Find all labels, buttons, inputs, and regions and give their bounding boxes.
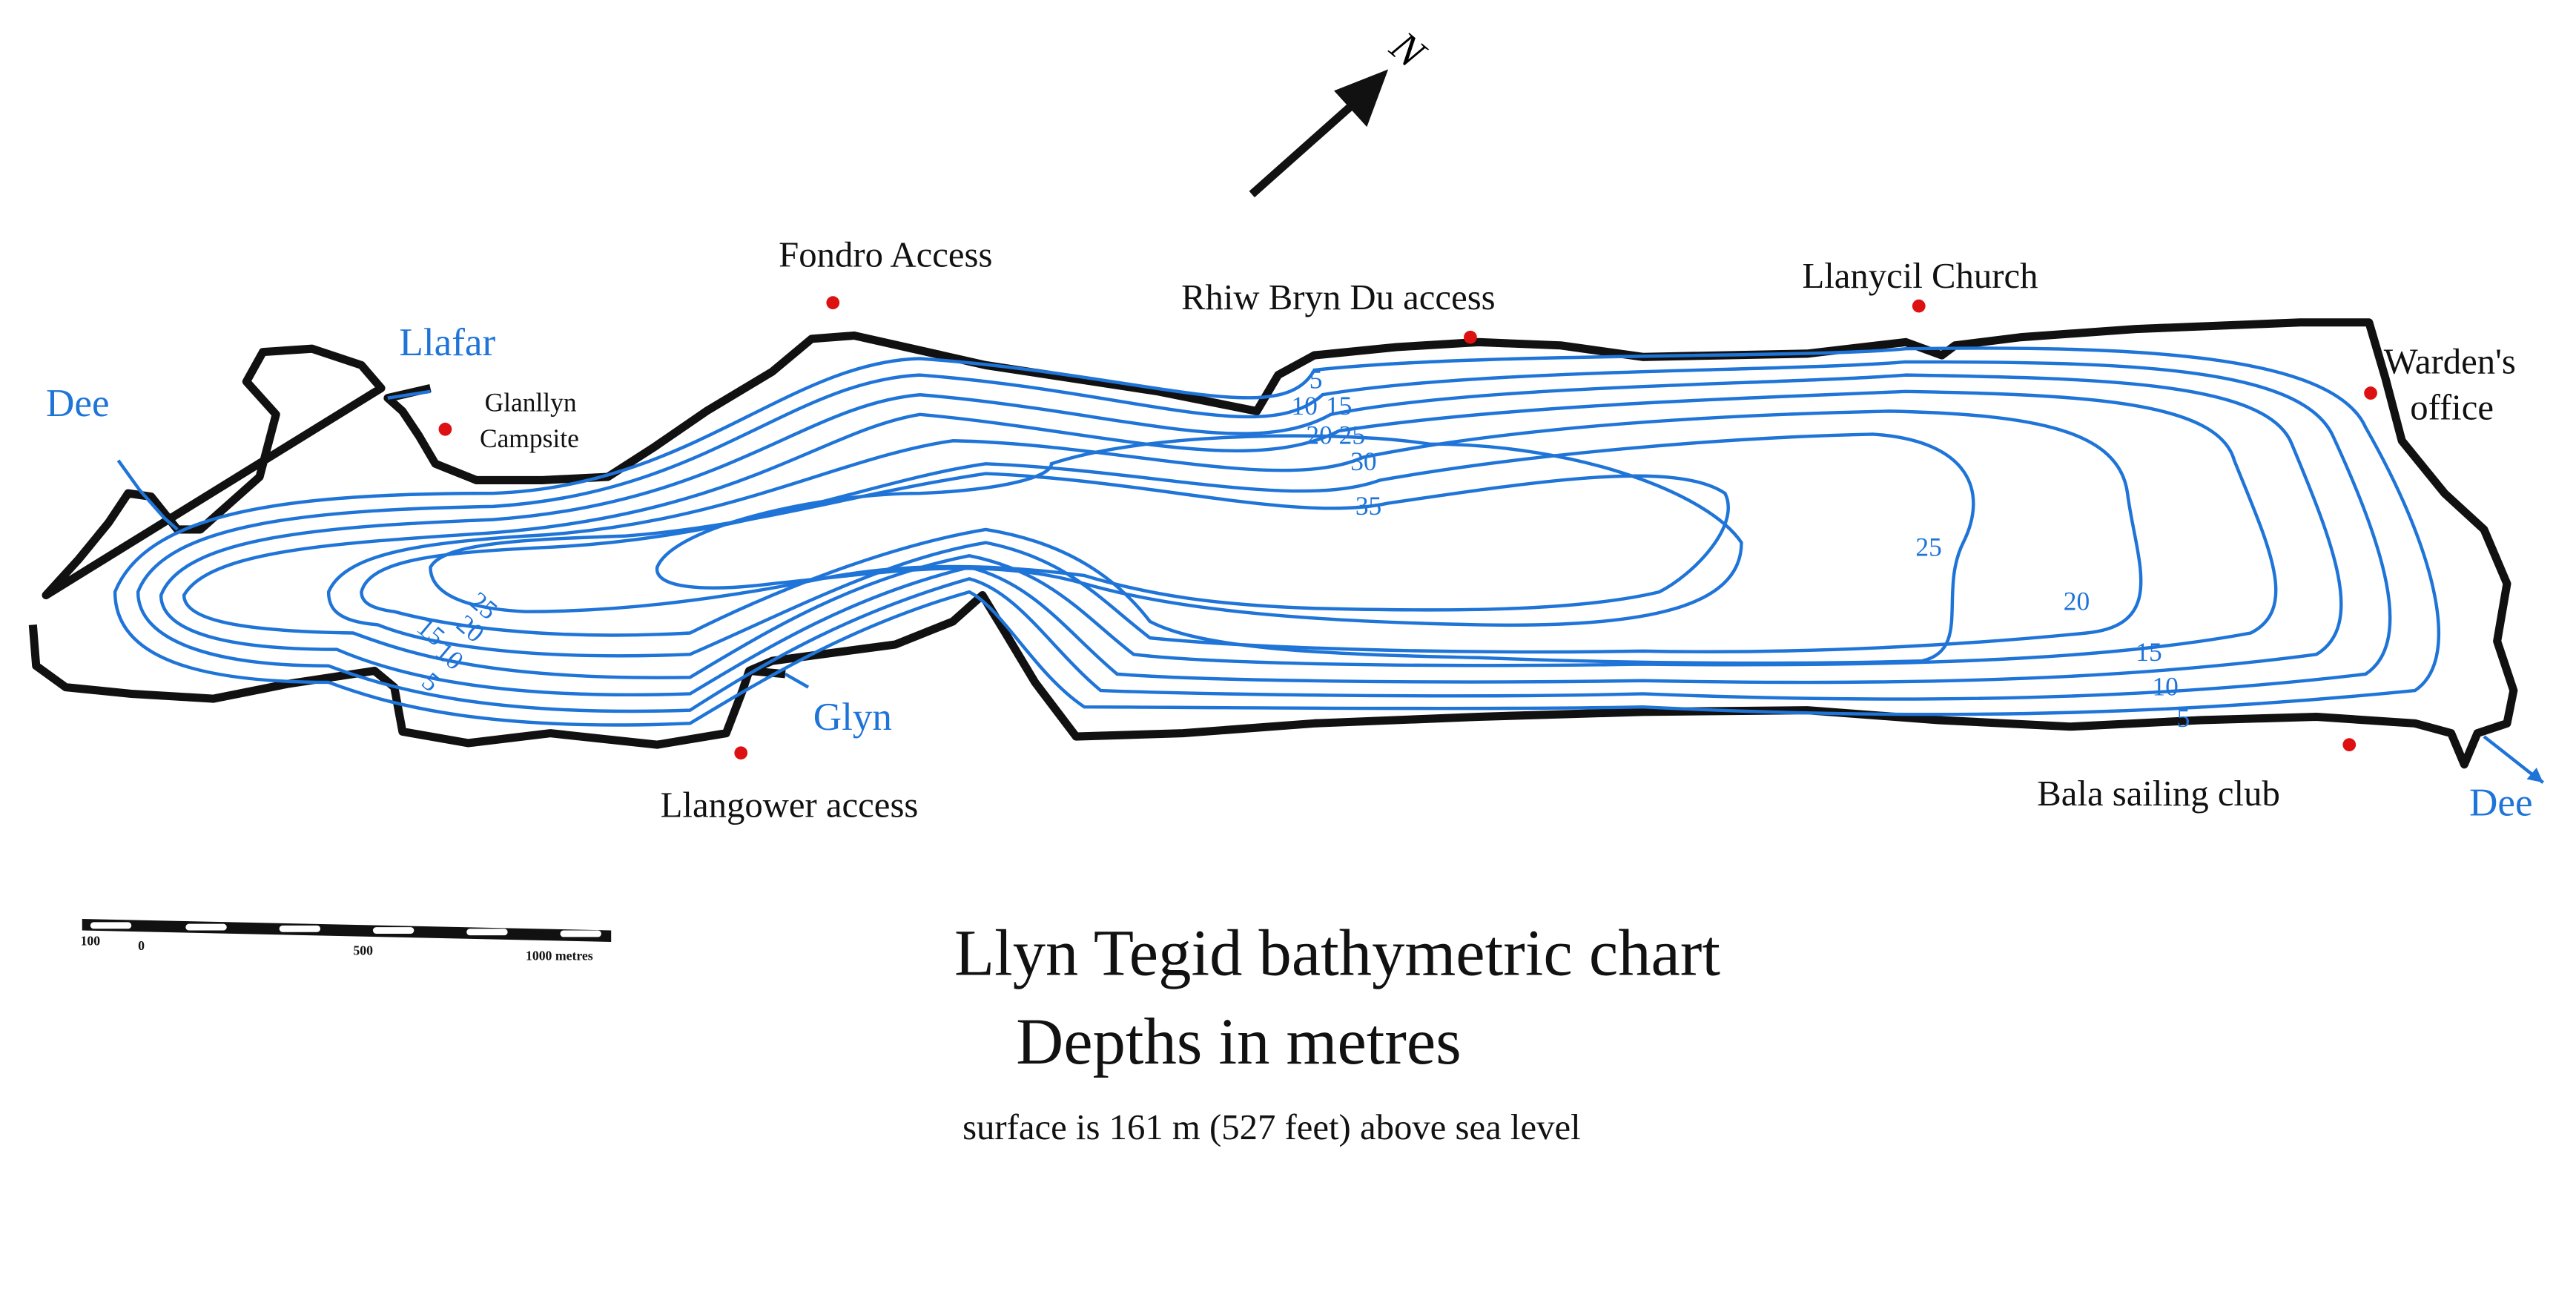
depth-label: 5: [2177, 703, 2190, 733]
marker-bala: [2342, 738, 2357, 752]
label-glanllyn-1: Glanllyn: [485, 387, 577, 417]
place-labels: Fondro Access Rhiw Bryn Du access Llanyc…: [480, 234, 2516, 825]
river-llafar: Llafar: [399, 320, 495, 364]
depth-label: 30: [1350, 446, 1376, 476]
north-label: N: [1381, 22, 1435, 79]
label-warden-1: Warden's: [2384, 341, 2516, 381]
depth-label: 20: [1306, 421, 1332, 450]
label-llanycil: Llanycil Church: [1802, 256, 2038, 296]
map-title: Llyn Tegid bathymetric chart: [954, 917, 1720, 989]
scale-label: 1000 metres: [526, 948, 593, 963]
marker-fondro: [826, 296, 840, 310]
depth-label: 5: [1310, 364, 1323, 394]
label-llangower: Llangower access: [661, 785, 919, 825]
marker-llangower: [734, 746, 748, 760]
river-dee-west: Dee: [46, 381, 110, 425]
river-dee-east: Dee: [2469, 780, 2533, 824]
elevation-note: surface is 161 m (527 feet) above sea le…: [962, 1107, 1581, 1147]
depth-label: 35: [1355, 491, 1381, 521]
label-fondro: Fondro Access: [779, 234, 992, 274]
label-rhiw: Rhiw Bryn Du access: [1181, 277, 1496, 317]
shoreline: [28, 318, 2518, 769]
label-glanllyn-2: Campsite: [480, 423, 579, 453]
rivers: Dee Llafar Glyn Dee: [46, 320, 2545, 824]
marker-glanllyn: [438, 422, 452, 436]
scale-bar: 100 0 500 1000 metres: [81, 918, 612, 963]
marker-warden: [2364, 386, 2377, 400]
place-markers: [438, 296, 2377, 760]
depth-label: 5: [416, 666, 445, 697]
depth-label: 15: [1326, 391, 1352, 421]
river-glyn: Glyn: [813, 695, 892, 739]
depth-label: 25: [1915, 532, 1941, 561]
label-bala: Bala sailing club: [2037, 774, 2280, 814]
depth-label: 10: [1291, 391, 1317, 421]
label-warden-2: office: [2410, 387, 2494, 427]
scale-label: 100: [81, 933, 101, 948]
depth-label: 10: [2152, 672, 2178, 702]
north-arrow: N: [1249, 22, 1436, 198]
depth-label: 20: [2064, 586, 2090, 616]
marker-llanycil: [1912, 299, 1926, 313]
scale-label: 500: [353, 943, 373, 958]
scale-label: 0: [138, 938, 145, 953]
depth-label: 25: [1339, 421, 1365, 450]
marker-rhiw: [1464, 330, 1477, 344]
depth-label: 15: [2136, 637, 2161, 667]
depth-contours: [113, 346, 2441, 727]
map-subtitle: Depths in metres: [1016, 1006, 1461, 1078]
